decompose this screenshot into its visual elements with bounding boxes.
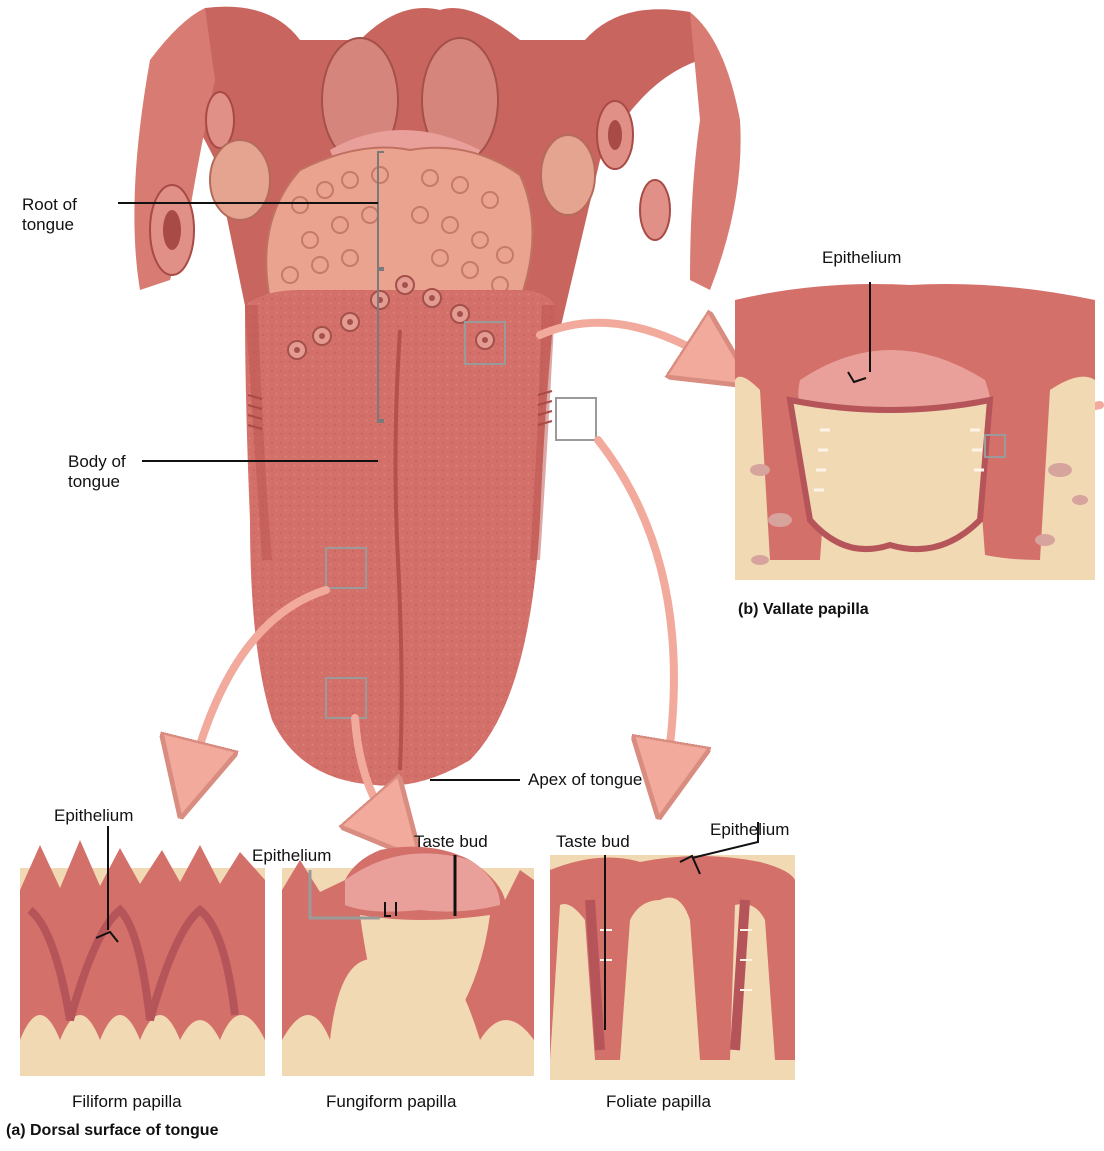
label-apex-of-tongue: Apex of tongue bbox=[528, 770, 642, 790]
label-taste-bud-foliate: Taste bud bbox=[556, 832, 630, 852]
caption-fungiform-papilla: Fungiform papilla bbox=[326, 1092, 456, 1112]
label-epithelium-vallate: Epithelium bbox=[822, 248, 901, 268]
label-body-of-tongue: Body of tongue bbox=[68, 452, 178, 492]
caption-foliate-papilla: Foliate papilla bbox=[606, 1092, 711, 1112]
pharynx-region bbox=[134, 7, 740, 330]
caption-filiform-papilla: Filiform papilla bbox=[72, 1092, 182, 1112]
label-root-of-tongue: Root of tongue bbox=[22, 195, 132, 235]
label-epithelium-filiform: Epithelium bbox=[54, 806, 133, 826]
caption-dorsal-surface: (a) Dorsal surface of tongue bbox=[6, 1121, 218, 1141]
vallate-papilla-panel bbox=[735, 282, 1095, 580]
fungiform-papilla-panel bbox=[282, 847, 534, 1076]
label-epithelium-foliate: Epithelium bbox=[710, 820, 789, 840]
caption-vallate-papilla: (b) Vallate papilla bbox=[738, 600, 869, 620]
label-taste-bud-fungiform: Taste bud bbox=[414, 832, 488, 852]
label-epithelium-fungiform: Epithelium bbox=[252, 846, 331, 866]
filiform-papilla-panel bbox=[20, 826, 265, 1076]
tongue-body bbox=[245, 276, 555, 786]
foliate-papilla-panel bbox=[550, 822, 795, 1080]
